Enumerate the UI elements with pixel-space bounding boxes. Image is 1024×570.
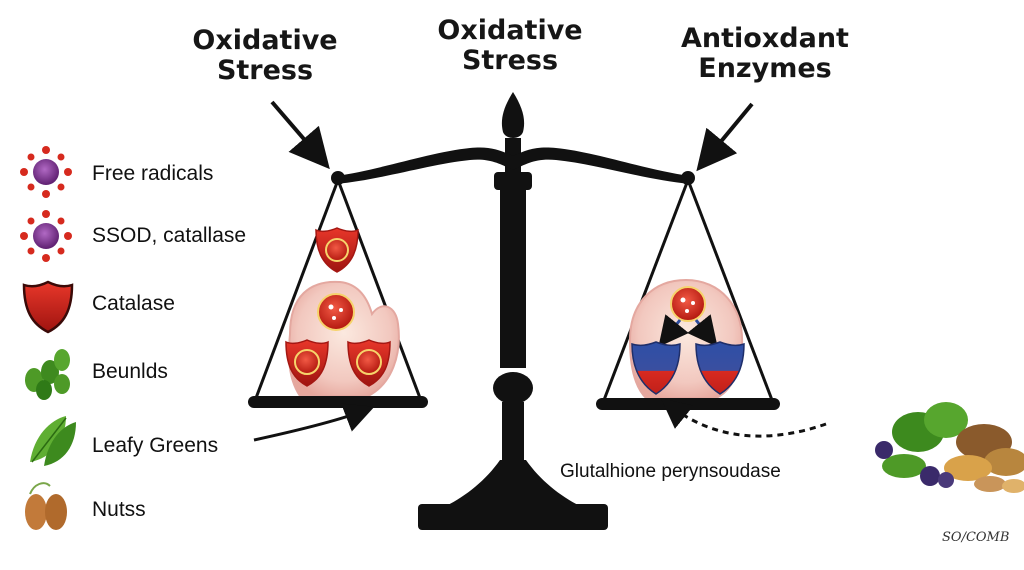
beam-end-left (331, 171, 345, 185)
label-glutathione-peroxidase: Glutalhione perynsoudase (560, 461, 781, 482)
beam-end-right (681, 171, 695, 185)
free-radical-icon (670, 286, 706, 322)
arrow-right-title (696, 102, 754, 172)
scale-base (418, 504, 608, 530)
shield-icon (22, 280, 74, 334)
left-pan (248, 396, 428, 408)
free-radical-icon (20, 210, 72, 262)
legend-label-leafy-greens: Leafy Greens (92, 434, 219, 457)
scale-beam (336, 147, 690, 184)
shield-icon (315, 227, 359, 273)
title-line: Stress (461, 45, 559, 76)
shield-icon (631, 341, 681, 395)
title-oxidative-stress-left: Oxidative Stress (160, 26, 370, 86)
balance-scale (248, 92, 780, 530)
legend-label-catalase: Catalase (92, 292, 175, 315)
scale-knot (493, 372, 533, 404)
scale-finial (501, 92, 525, 138)
scale-foot (446, 460, 580, 506)
left-pan-contents (285, 227, 400, 397)
scale-collar (494, 172, 532, 190)
right-string-a (602, 179, 690, 401)
title-line: Oxidative (437, 15, 583, 46)
free-radical-icon (20, 146, 72, 198)
food-cluster-icon (875, 402, 1024, 493)
arrow-icon (687, 314, 718, 348)
title-line: Oxidative (192, 25, 338, 56)
legend-label-ssod-catalase: SSOD, catallase (92, 224, 247, 247)
scale-column (500, 188, 526, 368)
legend-label-nuts: Nutss (92, 498, 146, 521)
legend-label-beans: Beunlds (92, 360, 168, 383)
right-pan (596, 398, 780, 410)
leafy-greens-icon (30, 416, 76, 466)
shield-icon (695, 341, 745, 395)
free-radical-icon (317, 293, 355, 331)
title-oxidative-stress-center: Oxidative Stress (400, 16, 620, 76)
beans-icon (25, 349, 70, 400)
right-string-b (686, 179, 774, 401)
title-line: Enzymes (698, 53, 832, 84)
title-line: Antioxdant (681, 23, 849, 54)
nuts-icon (25, 482, 67, 530)
right-pan-contents (628, 278, 745, 399)
scale-lower-column (502, 402, 524, 462)
arrow-left-title (270, 100, 330, 170)
left-string-b (336, 179, 422, 399)
arrow-glutathione (660, 398, 827, 438)
legend-label-free-radicals: Free radicals (92, 162, 214, 185)
watermark: SO/COMB (942, 530, 1010, 545)
title-line: Stress (216, 55, 314, 86)
left-string-a (254, 179, 340, 399)
shield-icon (347, 339, 391, 387)
arrow-icon (658, 314, 689, 348)
shield-icon (285, 339, 329, 387)
arrow-leafy-greens (253, 403, 375, 442)
title-antioxidant-enzymes: Antioxdant Enzymes (640, 24, 890, 84)
